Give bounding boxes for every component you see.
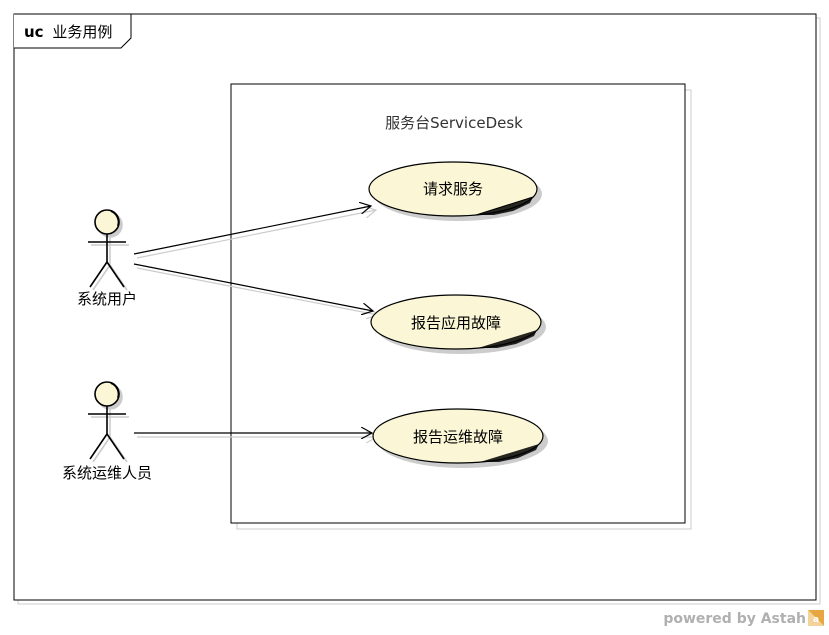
use-case-corner-fill (476, 197, 533, 215)
astah-logo-icon: a (808, 610, 824, 626)
frame-title: uc 业务用例 (24, 23, 112, 41)
actor-stick-figure-icon (88, 209, 126, 288)
frame-name-tab (14, 13, 132, 49)
actor-ops-staff[interactable]: 系统运维人员 (62, 381, 152, 482)
svg-text:a: a (813, 615, 819, 625)
use-case-report-ops-fault[interactable]: 报告运维故障 (372, 408, 548, 468)
actor-label: 系统运维人员 (62, 464, 152, 482)
use-case-report-app-fault[interactable]: 报告应用故障 (370, 294, 546, 354)
actor-label: 系统用户 (77, 290, 137, 308)
use-case-corner-fill (480, 444, 539, 462)
actor-system-user[interactable]: 系统用户 (77, 209, 137, 308)
frame-title-text: 业务用例 (52, 23, 112, 41)
actor-stick-figure-icon (88, 381, 126, 460)
use-case-label: 报告运维故障 (413, 428, 503, 446)
use-case-corner-fill (478, 330, 537, 348)
system-boundary-title: 服务台ServiceDesk (385, 114, 523, 132)
use-case-label: 报告应用故障 (411, 314, 501, 332)
watermark-text: powered by Astah (663, 611, 806, 627)
astah-watermark: powered by Astah a (663, 610, 824, 627)
use-case-label: 请求服务 (423, 180, 483, 198)
association-user-request-service[interactable] (133, 206, 371, 255)
use-case-request-service[interactable]: 请求服务 (368, 161, 542, 221)
association-user-report-app-fault[interactable] (133, 263, 373, 311)
associations (133, 206, 378, 437)
frame-keyword: uc (24, 23, 44, 41)
